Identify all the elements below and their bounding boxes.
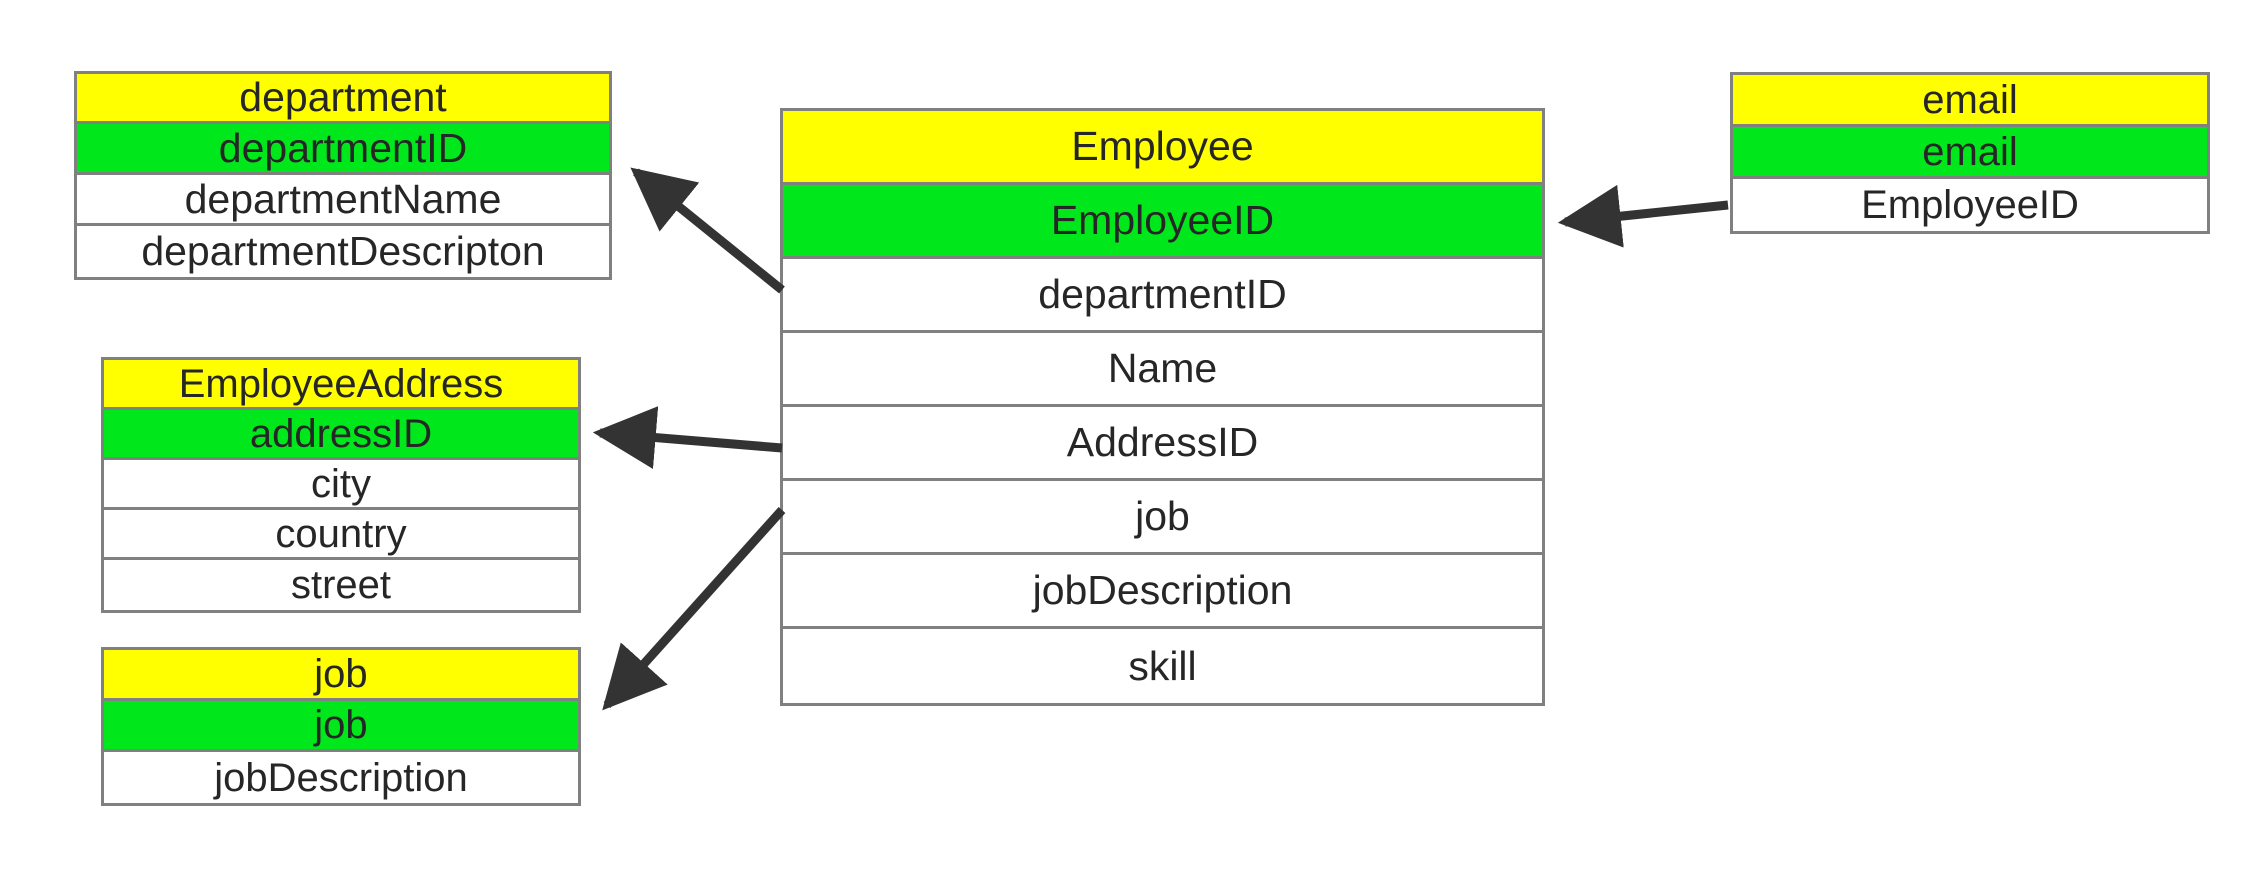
primary-key-row-employeeid: EmployeeID [783, 185, 1542, 259]
primary-key-row-addressid: addressID [104, 410, 578, 460]
primary-key-row-job: job [104, 701, 578, 752]
field-row-employee-job: job [783, 481, 1542, 555]
field-row-employee-addressid: AddressID [783, 407, 1542, 481]
field-row-city: city [104, 460, 578, 510]
field-row-employee-skill: skill [783, 629, 1542, 703]
table-title-employeeaddress: EmployeeAddress [104, 360, 578, 410]
field-row-street: street [104, 560, 578, 610]
connector-email-employee [1557, 184, 1729, 248]
entity-table-email[interactable]: email email EmployeeID [1730, 72, 2210, 234]
field-row-country: country [104, 510, 578, 560]
connector-employee-employeeaddress [592, 406, 783, 469]
connector-employee-job [602, 506, 786, 711]
primary-key-row-email: email [1733, 127, 2207, 179]
entity-table-job[interactable]: job job jobDescription [101, 647, 581, 806]
primary-key-row-departmentid: departmentID [77, 124, 609, 175]
field-row-email-employeeid: EmployeeID [1733, 179, 2207, 231]
table-title-email: email [1733, 75, 2207, 127]
table-title-department: department [77, 74, 609, 124]
field-row-employee-jobdescription: jobDescription [783, 555, 1542, 629]
entity-table-department[interactable]: department departmentID departmentName d… [74, 71, 612, 280]
field-row-departmentname: departmentName [77, 175, 609, 226]
field-row-departmentdescripton: departmentDescripton [77, 226, 609, 277]
field-row-jobdescription: jobDescription [104, 752, 578, 803]
entity-table-employeeaddress[interactable]: EmployeeAddress addressID city country s… [101, 357, 581, 613]
field-row-employee-name: Name [783, 333, 1542, 407]
connector-employee-department [630, 167, 785, 294]
table-title-job: job [104, 650, 578, 701]
table-title-employee: Employee [783, 111, 1542, 185]
field-row-employee-departmentid: departmentID [783, 259, 1542, 333]
entity-table-employee[interactable]: Employee EmployeeID departmentID Name Ad… [780, 108, 1545, 706]
